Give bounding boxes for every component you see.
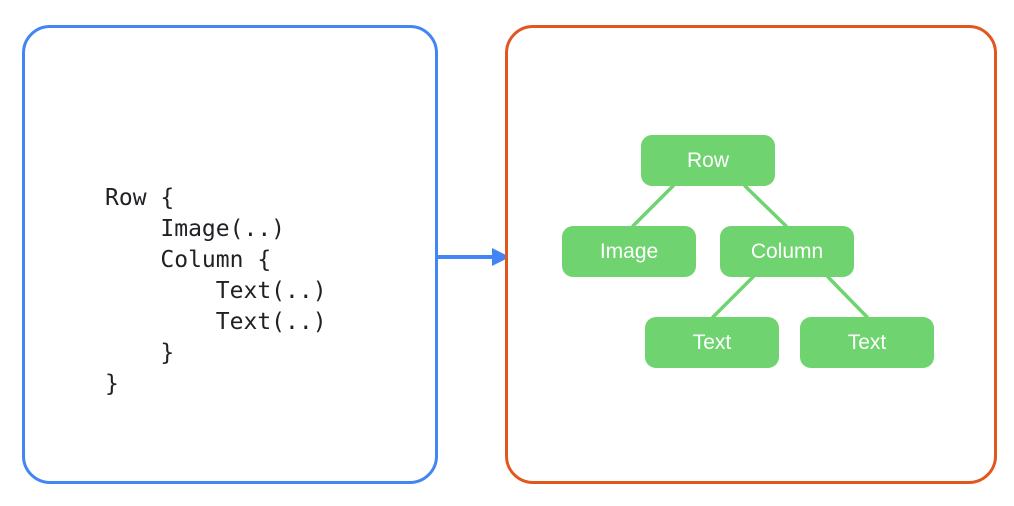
tree-node-image[interactable]: Image xyxy=(562,226,696,277)
tree-node-text-1-label: Text xyxy=(692,331,732,354)
tree-node-column[interactable]: Column xyxy=(720,226,854,277)
tree-node-image-label: Image xyxy=(599,240,659,263)
tree-node-row[interactable]: Row xyxy=(641,135,775,186)
node-tree: Row Image Column Text Text xyxy=(505,25,997,484)
code-panel: Row { Image(..) Column { Text(..) Text(.… xyxy=(22,25,438,484)
arrow-head xyxy=(492,248,510,266)
tree-node-text-2[interactable]: Text xyxy=(800,317,934,368)
flow-arrow-icon xyxy=(436,248,510,266)
tree-node-column-label: Column xyxy=(750,240,824,263)
tree-node-row-label: Row xyxy=(686,149,729,172)
tree-node-text-1[interactable]: Text xyxy=(645,317,779,368)
tree-node-text-2-label: Text xyxy=(847,331,887,354)
code-snippet: Row { Image(..) Column { Text(..) Text(.… xyxy=(105,185,327,397)
